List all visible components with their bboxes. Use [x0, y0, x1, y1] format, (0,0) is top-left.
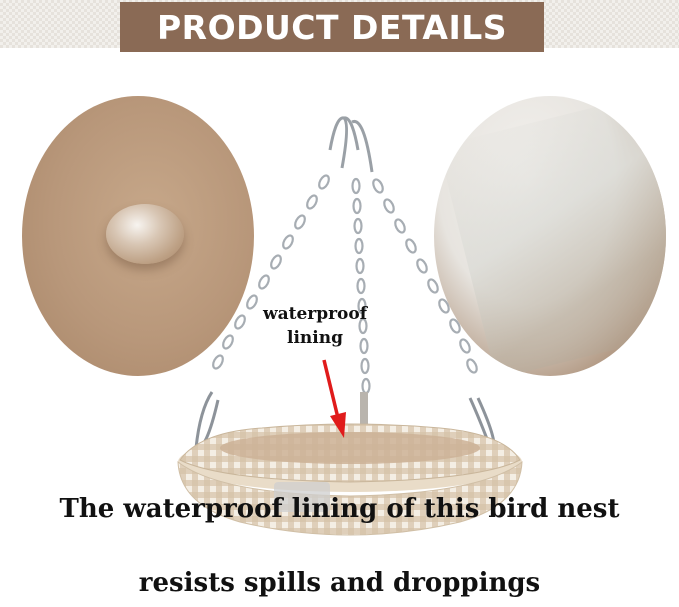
product-details-banner: PRODUCT DETAILS [120, 2, 544, 52]
wet-fabric-closeup-image [434, 96, 666, 376]
chain-icon [212, 174, 478, 395]
hook-rod-icon [360, 392, 368, 450]
water-droplet-icon [106, 204, 184, 264]
arrow-down-icon [322, 359, 346, 438]
hook-icon [328, 116, 374, 173]
banner-title: PRODUCT DETAILS [156, 7, 508, 47]
caption-line-1: The waterproof lining of this bird nest [59, 494, 620, 524]
waterproof-fabric-droplet-image [22, 96, 254, 376]
bird-nest-icon [177, 423, 523, 536]
label-line-2: lining [287, 328, 343, 348]
label-line-1: waterproof [262, 304, 368, 324]
waterproof-lining-label: waterproof lining [252, 302, 378, 350]
caption-line-2: resists spills and droppings [138, 568, 541, 598]
